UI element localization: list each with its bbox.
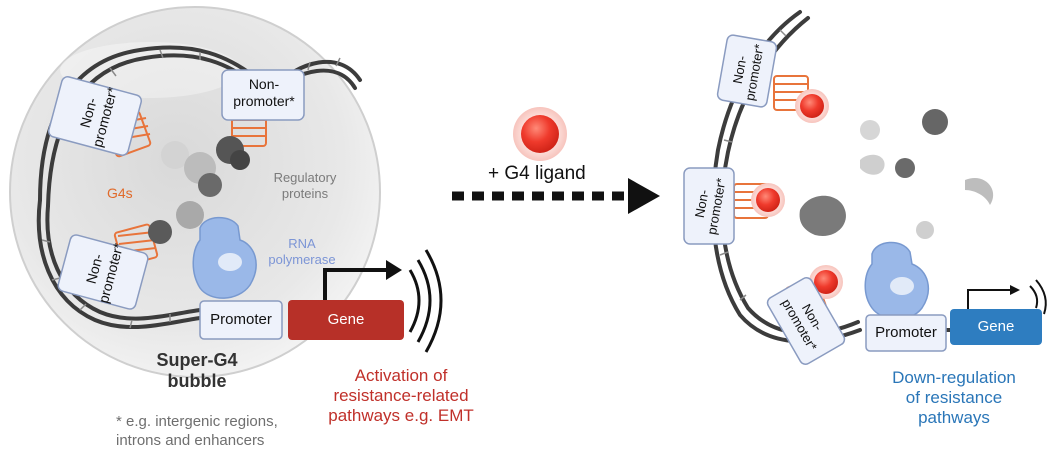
activation-line3: pathways e.g. EMT [328,406,474,425]
dissociated-proteins [799,109,994,239]
rnapol-line1: RNA [288,236,316,251]
nonpromoter-box-right-3 [766,277,846,365]
nonpromoter-line2: promoter* [233,93,295,109]
rnapol-line2: polymerase [268,252,336,267]
g4-ligand-bound-2 [733,183,785,219]
transcription-arrow-left [323,260,402,300]
dna-strand-left [36,45,362,330]
promoter-box-left [199,300,283,340]
downreg-line2: of resistance [905,388,1003,407]
rna-polymerase-label: RNA polymerase [262,236,342,268]
transcription-arrow-right [967,285,1020,309]
downregulation-text: Down-regulation of resistance pathways [884,368,1024,428]
bubble-title-line2: bubble [167,371,227,391]
nonpromoter-box-left-1 [47,76,143,156]
regulatory-line2: proteins [281,186,329,201]
g4-ligand-label: + G4 ligand [488,163,586,184]
signal-waves-right [1029,279,1047,315]
promoter-label-left: Promoter [210,311,272,328]
nonpromoter-box-left-2 [221,69,305,121]
activation-line1: Activation of [354,366,448,385]
g4-ligand-icon [513,107,567,161]
promoter-box-right [865,314,947,352]
gene-box-right [950,309,1042,345]
downreg-line1: Down-regulation [892,368,1016,387]
activation-line2: resistance-related [333,386,469,405]
rna-polymerase-right [864,241,930,320]
gene-label-left: Gene [327,311,365,328]
bubble-title-line1: Super-G4 [156,350,238,370]
regulatory-line1: Regulatory [273,170,337,185]
downreg-line3: pathways [918,408,990,427]
footnote-line2: introns and enhancers [116,432,265,449]
regulatory-proteins-label: Regulatory proteins [270,170,340,202]
g4s-label: G4s [107,185,133,201]
gene-box-left [288,300,404,340]
activation-text: Activation of resistance-related pathway… [316,366,486,426]
footnote-text: * e.g. intergenic regions, introns and e… [116,412,316,450]
rna-polymerase-left [192,216,257,299]
nonpromoter-line1: Non- [248,76,280,92]
nonpromoter-label-left-2: Non- promoter* [226,76,302,110]
regulatory-proteins [148,136,250,244]
nonpromoter-box-right-1 [716,34,778,108]
promoter-label-right: Promoter [875,324,937,341]
footnote-line1: * e.g. intergenic regions, [116,413,278,430]
gene-label-right: Gene [977,318,1015,335]
super-g4-bubble-title: Super-G4 bubble [142,350,252,392]
signal-waves-left [408,249,443,353]
process-arrow [452,178,660,214]
nonpromoter-box-right-2 [683,167,735,245]
g4-ligand-bound-1 [773,75,829,123]
nonpromoter-box-left-3 [57,234,149,310]
